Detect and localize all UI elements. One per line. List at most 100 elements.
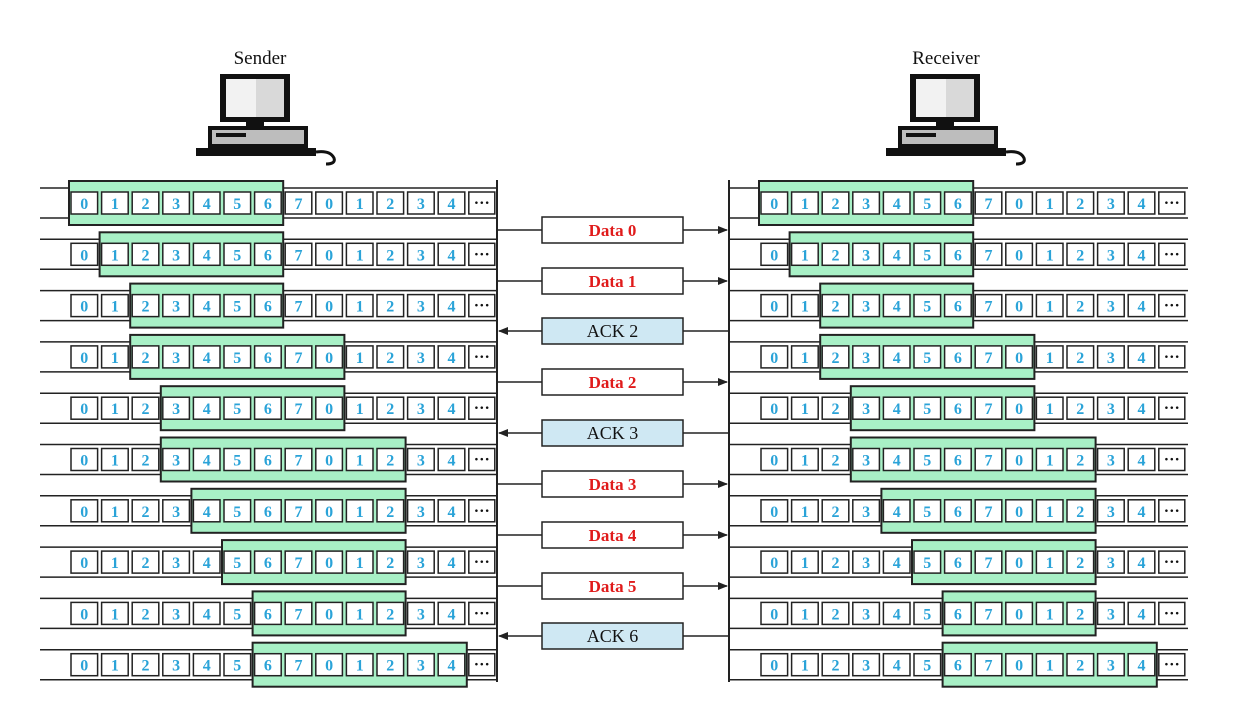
sequence-cell <box>406 601 435 626</box>
sequence-cell <box>345 499 374 523</box>
sequence-cell <box>882 191 911 215</box>
sequence-cell <box>131 345 160 369</box>
sequence-number: 1 <box>111 453 119 470</box>
sequence-cell <box>284 499 313 523</box>
sequence-cell <box>943 242 972 267</box>
sequence-cell <box>100 396 129 420</box>
sequence-cell <box>821 293 850 318</box>
sequence-number: 6 <box>954 453 962 470</box>
sequence-cell <box>882 652 911 677</box>
sequence-cell <box>437 447 466 472</box>
data-message: Data 3 <box>497 470 728 498</box>
sequence-number: 7 <box>295 350 303 367</box>
sequence-cell <box>406 396 435 420</box>
sequence-number: 1 <box>1046 196 1054 213</box>
sequence-cell <box>1005 242 1034 267</box>
sequence-number: 7 <box>985 658 993 675</box>
sequence-cell <box>1127 191 1156 215</box>
sequence-cell <box>162 345 191 369</box>
sequence-number: 2 <box>1076 453 1084 470</box>
sequence-number: 1 <box>356 196 364 213</box>
sequence-number: 6 <box>264 606 272 623</box>
sequence-number: 0 <box>325 658 333 675</box>
sequence-cell <box>760 191 789 215</box>
ellipsis: ··· <box>474 605 490 622</box>
sequence-number: 0 <box>770 453 778 470</box>
data-message: Data 1 <box>497 267 728 295</box>
sequence-number: 6 <box>954 350 962 367</box>
sequence-cell <box>1066 499 1095 523</box>
sequence-cell <box>70 191 99 215</box>
sequence-cell <box>253 447 282 472</box>
sequence-number: 2 <box>832 350 840 367</box>
sequence-number: 3 <box>172 299 180 316</box>
sequence-cell <box>1096 447 1125 472</box>
data-message: Data 4 <box>497 521 728 549</box>
sequence-cell <box>345 191 374 215</box>
sequence-cell <box>345 652 374 677</box>
sequence-cell <box>100 191 129 215</box>
sequence-cell <box>100 345 129 369</box>
ellipsis: ··· <box>1164 657 1180 674</box>
sequence-number: 5 <box>233 247 241 264</box>
sequence-cell <box>974 652 1003 677</box>
message-box <box>541 317 684 345</box>
sequence-cell <box>100 499 129 523</box>
sequence-cell <box>943 293 972 318</box>
sequence-number: 3 <box>417 196 425 213</box>
ellipsis: ··· <box>1164 195 1180 212</box>
sequence-number: 1 <box>356 453 364 470</box>
sequence-cell <box>70 396 99 420</box>
sequence-number: 1 <box>111 299 119 316</box>
sequence-cell <box>100 293 129 318</box>
sequence-cell <box>821 550 850 574</box>
sequence-cell <box>913 242 942 267</box>
sequence-number: 2 <box>832 247 840 264</box>
ellipsis-cell <box>468 447 496 472</box>
ellipsis-cell <box>1158 499 1186 523</box>
sequence-number: 5 <box>923 453 931 470</box>
sequence-number: 3 <box>1107 504 1115 521</box>
sequence-cell <box>882 242 911 267</box>
sequence-cell <box>376 447 405 472</box>
sequence-number: 0 <box>770 504 778 521</box>
sequence-cell <box>1096 293 1125 318</box>
sequence-number: 3 <box>862 401 870 418</box>
sequence-number: 3 <box>172 658 180 675</box>
sequence-number: 3 <box>172 247 180 264</box>
ellipsis: ··· <box>474 503 490 520</box>
message-box <box>541 572 684 600</box>
sequence-cell <box>1066 652 1095 677</box>
sequence-number: 4 <box>203 658 211 675</box>
sequence-number: 3 <box>1107 401 1115 418</box>
message-box <box>541 622 684 650</box>
sequence-number: 3 <box>1107 658 1115 675</box>
ellipsis: ··· <box>1164 605 1180 622</box>
sequence-cell <box>131 652 160 677</box>
sequence-cell <box>852 396 881 420</box>
sequence-cell <box>790 191 819 215</box>
sequence-cell <box>376 345 405 369</box>
ellipsis-cell <box>1158 191 1186 215</box>
sequence-number: 4 <box>448 453 456 470</box>
sequence-number: 5 <box>233 658 241 675</box>
ack-label: ACK 6 <box>587 626 639 646</box>
sequence-cell <box>882 550 911 574</box>
sequence-number: 0 <box>1015 350 1023 367</box>
sequence-number: 3 <box>1107 299 1115 316</box>
ellipsis-cell <box>1158 447 1186 472</box>
sequence-number: 4 <box>448 555 456 572</box>
ellipsis: ··· <box>474 554 490 571</box>
sequence-cell <box>192 293 221 318</box>
sequence-cell <box>1127 550 1156 574</box>
sequence-cell <box>192 652 221 677</box>
sequence-number: 3 <box>1107 196 1115 213</box>
sequence-cell <box>1127 499 1156 523</box>
sequence-cell <box>437 601 466 626</box>
sequence-cell <box>315 652 344 677</box>
sequence-number: 2 <box>142 555 150 572</box>
